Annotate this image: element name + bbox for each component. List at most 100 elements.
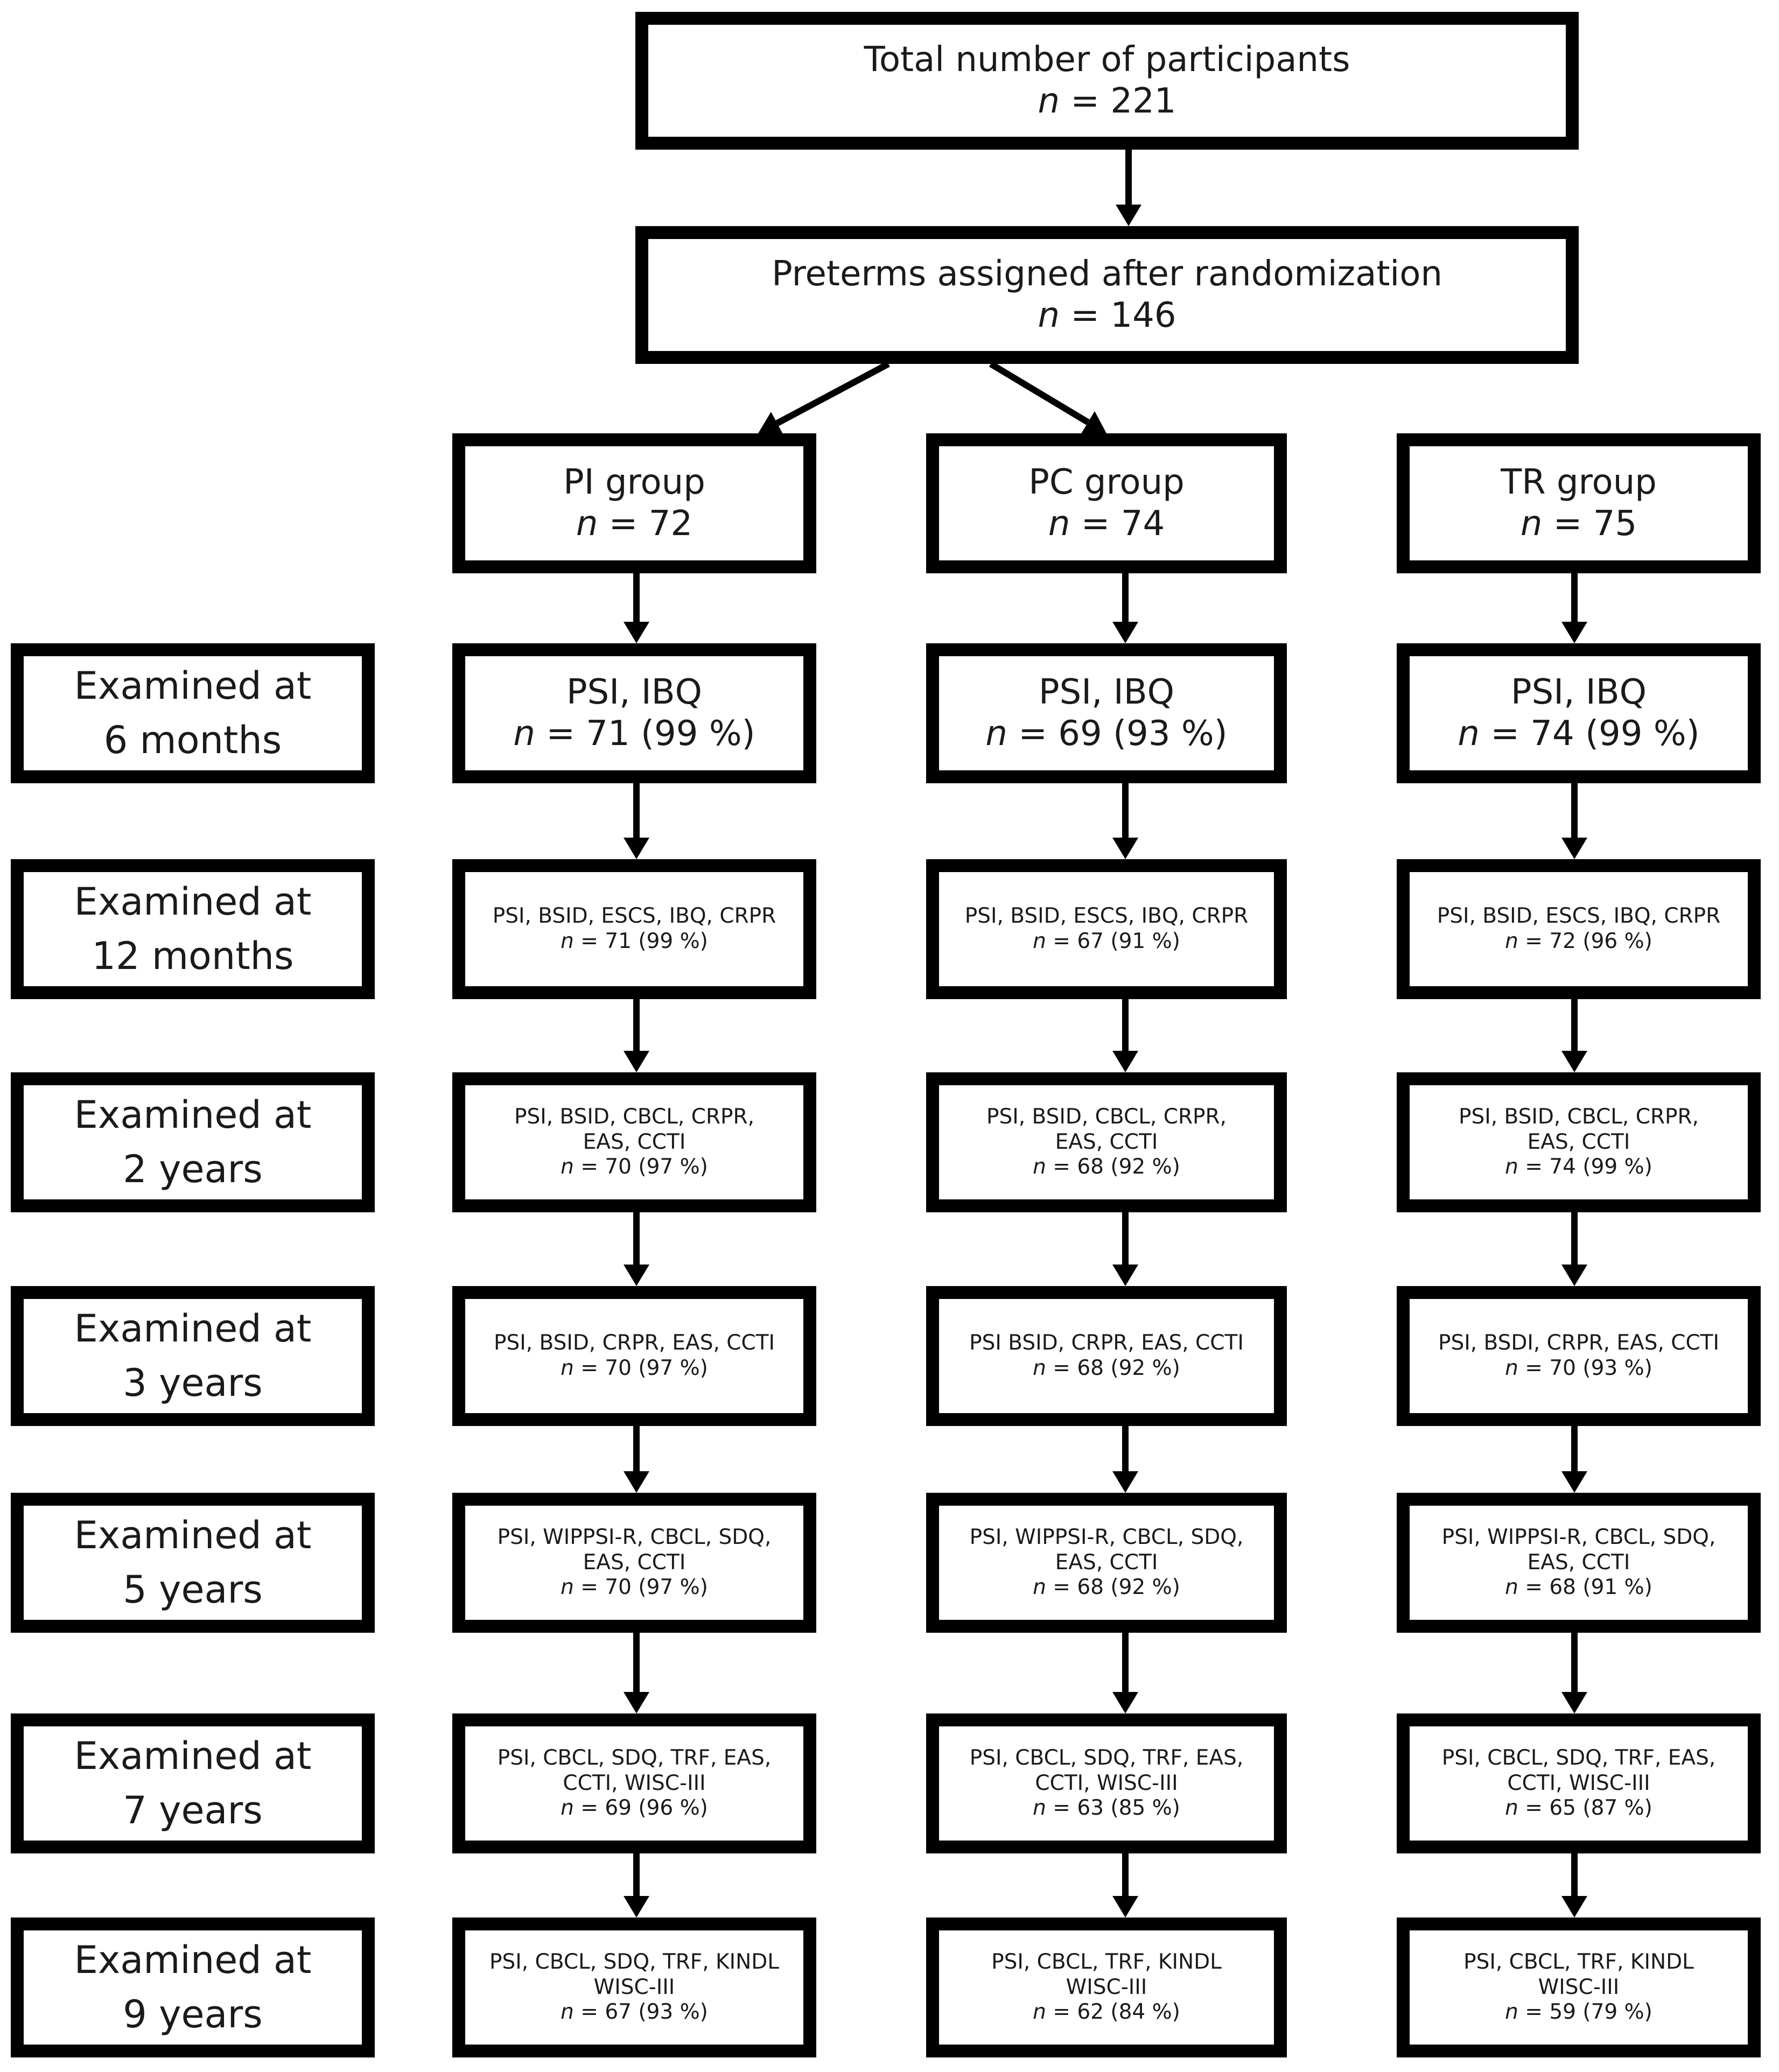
arrow-tr-step-6 [1561, 1633, 1587, 1713]
measures-line: PSI, BSDI, CRPR, EAS, CCTI [1438, 1331, 1720, 1355]
measures-line: PSI, WIPPSI-R, CBCL, SDQ, [969, 1525, 1244, 1549]
measures-line: EAS, CCTI [1527, 1129, 1630, 1154]
measures-line: EAS, CCTI [1527, 1550, 1630, 1575]
sample-count: n = 69 (96 %) [561, 1796, 708, 1821]
age-label-line1: Examined at [74, 1092, 312, 1137]
arrow-pi-step-2 [624, 783, 649, 859]
group-title: TR group [1501, 462, 1657, 503]
stage-9-years-pi-box: PSI, CBCL, SDQ, TRF, KINDL WISC-III n = … [452, 1918, 816, 2057]
arrow-tr-step-3 [1561, 999, 1587, 1072]
stage-3-years-tr-box: PSI, BSDI, CRPR, EAS, CCTI n = 70 (93 %) [1397, 1286, 1761, 1426]
stage-3-years-pc-box: PSI BSID, CRPR, EAS, CCTI n = 68 (92 %) [926, 1286, 1287, 1426]
arrow-tr-step-4 [1561, 1212, 1587, 1286]
arrow-tr-step-1 [1561, 573, 1587, 643]
measures-line: PSI, IBQ [1039, 672, 1174, 713]
sample-count: n = 68 (92 %) [1033, 1155, 1180, 1179]
measures-line: PSI, BSID, CBCL, CRPR, [1458, 1104, 1699, 1129]
arrow-pc-step-6 [1112, 1633, 1138, 1713]
arrow-pi-step-1 [624, 573, 649, 643]
sample-count: n = 69 (93 %) [985, 714, 1228, 754]
stage-12-months-pc-box: PSI, BSID, ESCS, IBQ, CRPR n = 67 (91 %) [926, 859, 1287, 999]
age-label-line2: 5 years [123, 1568, 263, 1612]
arrow-pi-step-4 [624, 1212, 649, 1286]
age-box-6-months: Examined at 6 months [11, 643, 375, 783]
stage-9-years-tr-box: PSI, CBCL, TRF, KINDL WISC-III n = 59 (7… [1397, 1918, 1761, 2057]
measures-line: WISC-III [593, 1975, 675, 1999]
arrow-pc-step-7 [1112, 1853, 1138, 1918]
age-label-line2: 6 months [103, 718, 282, 762]
age-box-2-years: Examined at 2 years [11, 1072, 375, 1212]
stage-7-years-pc-box: PSI, CBCL, SDQ, TRF, EAS, CCTI, WISC-III… [926, 1713, 1287, 1853]
measures-line: CCTI, WISC-III [1507, 1771, 1650, 1795]
arrow-pc-step-4 [1112, 1212, 1138, 1286]
measures-line: PSI, BSID, ESCS, IBQ, CRPR [492, 904, 776, 929]
sample-count: n = 71 (99 %) [513, 714, 755, 754]
age-label-line2: 2 years [123, 1147, 263, 1191]
measures-line: PSI, BSID, ESCS, IBQ, CRPR [1437, 904, 1721, 929]
sample-count: n = 72 (96 %) [1505, 929, 1652, 953]
age-label-line1: Examined at [74, 1733, 312, 1778]
sample-count: n = 65 (87 %) [1505, 1796, 1652, 1821]
measures-line: EAS, CCTI [1055, 1129, 1158, 1154]
arrow-randomized-to-pi [758, 361, 890, 435]
stage-6-months-pc-box: PSI, IBQ n = 69 (93 %) [926, 643, 1287, 783]
measures-line: CCTI, WISC-III [563, 1771, 706, 1795]
stage-12-months-pi-box: PSI, BSID, ESCS, IBQ, CRPR n = 71 (99 %) [452, 859, 816, 999]
sample-count: n = 62 (84 %) [1033, 2000, 1180, 2025]
measures-line: PSI, BSID, CBCL, CRPR, [514, 1104, 755, 1129]
randomized-title: Preterms assigned after randomization [772, 254, 1442, 294]
stage-6-months-tr-box: PSI, IBQ n = 74 (99 %) [1397, 643, 1761, 783]
stage-5-years-pc-box: PSI, WIPPSI-R, CBCL, SDQ, EAS, CCTI n = … [926, 1493, 1287, 1633]
age-label-line1: Examined at [74, 1937, 312, 1982]
age-label-line2: 12 months [92, 934, 294, 978]
arrow-pc-step-1 [1112, 573, 1138, 643]
group-box-pi: PI group n = 72 [452, 433, 816, 573]
age-label-line2: 7 years [123, 1788, 263, 1832]
arrow-pi-step-3 [624, 999, 649, 1072]
total-participants-count: n = 221 [1038, 81, 1176, 121]
measures-line: PSI, CBCL, TRF, KINDL [1463, 1949, 1694, 1974]
group-count: n = 74 [1048, 504, 1165, 544]
measures-line: PSI, BSID, CRPR, EAS, CCTI [493, 1331, 775, 1355]
measures-line: PSI, CBCL, SDQ, TRF, EAS, [1441, 1745, 1716, 1770]
measures-line: EAS, CCTI [583, 1129, 686, 1154]
total-participants-box: Total number of participants n = 221 [635, 12, 1579, 150]
age-label-line2: 3 years [123, 1361, 263, 1405]
total-participants-title: Total number of participants [864, 40, 1350, 80]
arrow-pi-step-7 [624, 1853, 649, 1918]
stage-7-years-tr-box: PSI, CBCL, SDQ, TRF, EAS, CCTI, WISC-III… [1397, 1713, 1761, 1853]
measures-line: CCTI, WISC-III [1035, 1771, 1178, 1795]
arrow-pc-step-2 [1112, 783, 1138, 859]
sample-count: n = 70 (97 %) [561, 1575, 708, 1600]
measures-line: EAS, CCTI [583, 1550, 686, 1575]
group-count: n = 75 [1520, 504, 1637, 544]
arrow-tr-step-5 [1561, 1426, 1587, 1493]
measures-line: PSI, WIPPSI-R, CBCL, SDQ, [497, 1525, 772, 1549]
measures-line: PSI, CBCL, TRF, KINDL [991, 1949, 1222, 1974]
stage-9-years-pc-box: PSI, CBCL, TRF, KINDL WISC-III n = 62 (8… [926, 1918, 1287, 2057]
sample-count: n = 68 (92 %) [1033, 1356, 1180, 1380]
arrow-pi-step-5 [624, 1426, 649, 1493]
sample-count: n = 67 (93 %) [561, 2000, 708, 2025]
age-box-12-months: Examined at 12 months [11, 859, 375, 999]
stage-2-years-tr-box: PSI, BSID, CBCL, CRPR, EAS, CCTI n = 74 … [1397, 1072, 1761, 1212]
stage-3-years-pi-box: PSI, BSID, CRPR, EAS, CCTI n = 70 (97 %) [452, 1286, 816, 1426]
sample-count: n = 68 (92 %) [1033, 1575, 1180, 1600]
sample-count: n = 67 (91 %) [1033, 929, 1180, 953]
age-box-9-years: Examined at 9 years [11, 1918, 375, 2057]
age-box-7-years: Examined at 7 years [11, 1713, 375, 1853]
measures-line: PSI, BSID, CBCL, CRPR, [986, 1104, 1227, 1129]
stage-7-years-pi-box: PSI, CBCL, SDQ, TRF, EAS, CCTI, WISC-III… [452, 1713, 816, 1853]
group-title: PC group [1028, 462, 1185, 503]
age-box-5-years: Examined at 5 years [11, 1493, 375, 1633]
sample-count: n = 63 (85 %) [1033, 1796, 1180, 1821]
group-count: n = 72 [576, 504, 693, 544]
stage-6-months-pi-box: PSI, IBQ n = 71 (99 %) [452, 643, 816, 783]
group-box-pc: PC group n = 74 [926, 433, 1287, 573]
age-label-line1: Examined at [74, 1306, 312, 1351]
measures-line: PSI, BSID, ESCS, IBQ, CRPR [964, 904, 1249, 929]
stage-2-years-pi-box: PSI, BSID, CBCL, CRPR, EAS, CCTI n = 70 … [452, 1072, 816, 1212]
age-box-3-years: Examined at 3 years [11, 1286, 375, 1426]
age-label-line1: Examined at [74, 879, 312, 924]
